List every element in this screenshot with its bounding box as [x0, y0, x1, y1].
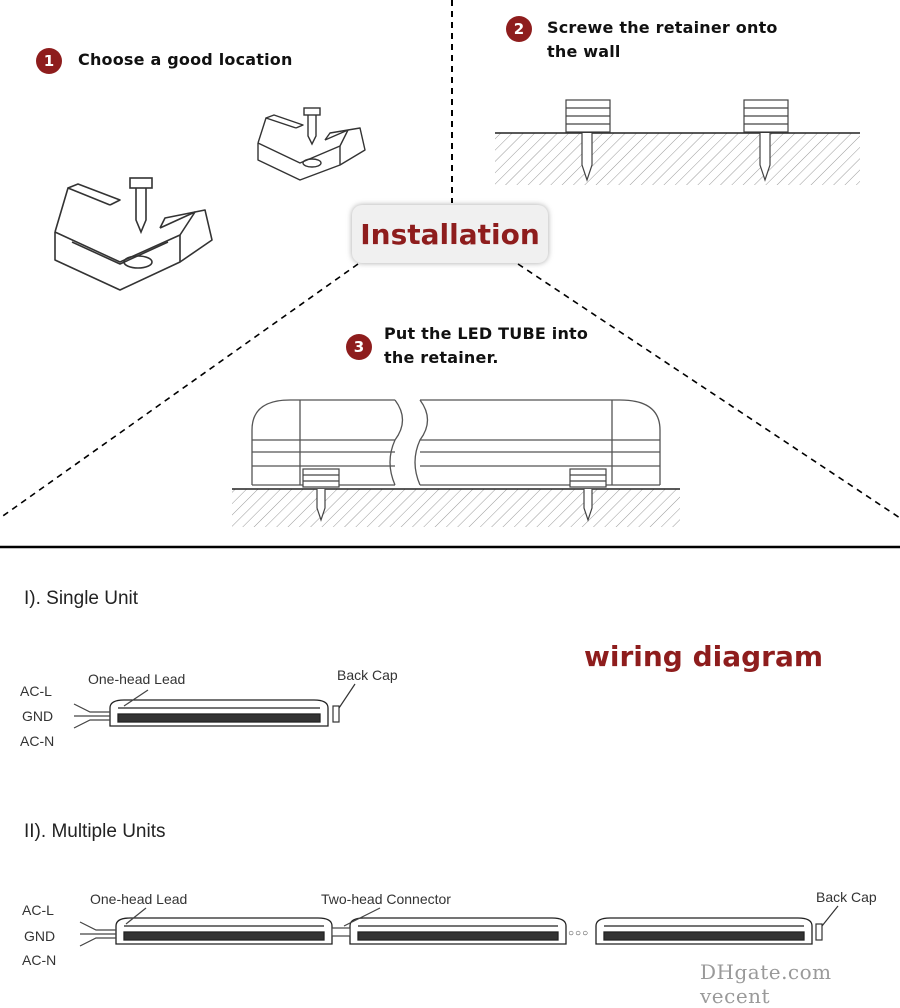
step-2-text-line-1: Screwe the retainer onto	[547, 18, 778, 37]
step-2-text-line-2: the wall	[547, 42, 621, 61]
installation-title-box: Installation	[352, 205, 548, 263]
multi-unit-tube-2	[349, 917, 567, 945]
wall-hatch-top	[495, 133, 860, 185]
step-2-badge: 2	[506, 16, 532, 42]
divider-left-diagonal	[0, 263, 359, 519]
step-3-badge: 3	[346, 334, 372, 360]
multi-unit-tube-1	[115, 917, 333, 945]
retainer-clip-small	[257, 114, 366, 181]
retainer-clip-large	[54, 183, 213, 291]
retainer-on-wall-2	[743, 99, 789, 182]
multi-wire-ac-n: AC-N	[22, 952, 57, 968]
multi-cap-label: Back Cap	[816, 889, 877, 905]
single-unit-tube	[109, 699, 329, 727]
step-1-badge: 1	[36, 48, 62, 74]
single-unit-back-cap	[332, 683, 356, 723]
single-wire-ac-n: AC-N	[20, 733, 55, 749]
step-2-text: Screwe the retainer onto the wall	[547, 16, 778, 64]
single-unit-title: I). Single Unit	[24, 588, 139, 609]
multi-lead-label: One-head Lead	[90, 891, 188, 907]
multi-unit-tube-3	[595, 917, 813, 945]
multi-wire-gnd: GND	[24, 928, 56, 944]
retainer-under-tube-1	[302, 468, 340, 522]
retainer-on-wall-1	[565, 99, 611, 182]
single-cap-label: Back Cap	[337, 667, 398, 683]
multi-unit-back-cap	[815, 905, 839, 941]
single-lead-label: One-head Lead	[88, 671, 186, 687]
multi-unit-lead-wire	[79, 907, 147, 947]
retainer-under-tube-2	[569, 468, 607, 522]
single-wire-gnd: GND	[22, 708, 54, 724]
wiring-diagram-title: wiring diagram	[584, 640, 824, 673]
two-head-connector	[331, 907, 381, 937]
multi-wire-ac-l: AC-L	[22, 902, 54, 918]
step-1-text: Choose a good location	[78, 50, 293, 69]
screw-small	[303, 107, 321, 146]
multi-unit-ellipsis: ○○○	[568, 928, 590, 939]
multi-connector-label: Two-head Connector	[321, 891, 451, 907]
step-3-text-line-2: the retainer.	[384, 348, 499, 367]
single-wire-ac-l: AC-L	[20, 683, 52, 699]
step-3-text: Put the LED TUBE into the retainer.	[384, 322, 588, 370]
wall-hatch-bottom	[232, 489, 680, 527]
multiple-units-title: II). Multiple Units	[24, 821, 166, 842]
watermark: DHgate.com vecent	[700, 960, 832, 1008]
step-3-text-line-1: Put the LED TUBE into	[384, 324, 589, 343]
single-unit-lead-wire	[73, 689, 149, 729]
installation-title: Installation	[360, 217, 540, 251]
led-tube	[251, 399, 661, 486]
screw-large	[129, 177, 153, 235]
